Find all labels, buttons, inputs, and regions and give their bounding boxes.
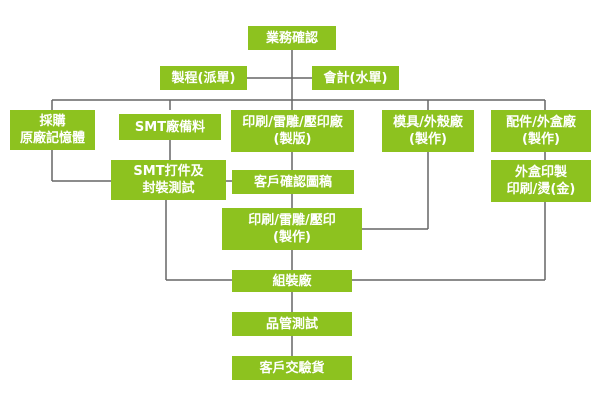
node-quality-test: 品管測試 xyxy=(232,312,352,336)
node-label: 業務確認 xyxy=(265,30,318,46)
node-label-line1: 模具/外殼廠 xyxy=(393,115,463,130)
node-label-line1: 印刷/雷雕/壓印廠 xyxy=(242,115,343,130)
node-business-confirm: 業務確認 xyxy=(248,26,336,50)
node-label-line2: (製作) xyxy=(273,230,311,245)
node-label-line2: 封裝測試 xyxy=(142,181,195,196)
node-purchase: 採購 原廠記憶體 xyxy=(10,110,95,150)
node-print-factory: 印刷/雷雕/壓印廠 (製版) xyxy=(231,110,354,152)
node-smt-prep: SMT廠備料 xyxy=(119,114,221,140)
node-label: 品管測試 xyxy=(265,316,318,332)
node-label: 製程(派單) xyxy=(171,70,236,86)
node-label: 客戶交驗貨 xyxy=(259,360,325,376)
node-assembly-factory: 組裝廠 xyxy=(232,270,352,292)
node-customer-delivery: 客戶交驗貨 xyxy=(232,356,352,380)
node-accounting: 會計(水單) xyxy=(312,66,399,90)
node-print-production: 印刷/雷雕/壓印 (製作) xyxy=(222,208,362,250)
node-accessory-factory: 配件/外盒廠 (製作) xyxy=(491,110,591,152)
node-mold-factory: 模具/外殼廠 (製作) xyxy=(382,110,474,152)
node-label-line1: 配件/外盒廠 xyxy=(506,115,576,130)
node-label: SMT廠備料 xyxy=(134,119,206,135)
node-label-line1: 外盒印製 xyxy=(514,165,567,180)
node-label-line1: 印刷/雷雕/壓印 xyxy=(248,213,336,228)
node-label-line2: (製作) xyxy=(522,132,560,147)
node-label: 客戶確認圖稿 xyxy=(253,174,332,190)
node-smt-assembly: SMT打件及 封裝測試 xyxy=(111,160,226,200)
node-label: 組裝廠 xyxy=(272,273,312,289)
node-label: 會計(水單) xyxy=(323,70,388,86)
node-customer-confirm: 客戶確認圖稿 xyxy=(232,170,354,194)
node-label-line1: SMT打件及 xyxy=(133,164,204,179)
node-process-dispatch: 製程(派單) xyxy=(160,66,247,90)
node-label-line2: 原廠記憶體 xyxy=(19,131,85,146)
node-label-line2: (製作) xyxy=(409,132,447,147)
node-box-print: 外盒印製 印刷/燙(金) xyxy=(491,160,591,202)
node-label-line2: (製版) xyxy=(273,132,312,147)
node-label-line1: 採購 xyxy=(39,114,66,129)
node-label-line2: 印刷/燙(金) xyxy=(506,182,576,197)
